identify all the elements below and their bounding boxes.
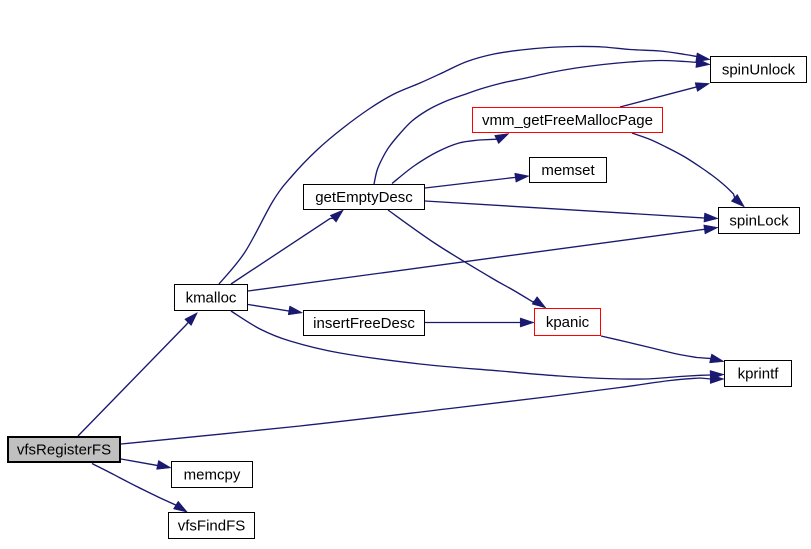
- svg-text:getEmptyDesc: getEmptyDesc: [315, 189, 413, 206]
- svg-text:memset: memset: [541, 162, 595, 179]
- svg-text:spinUnlock: spinUnlock: [722, 62, 796, 79]
- svg-text:vmm_getFreeMallocPage: vmm_getFreeMallocPage: [482, 112, 653, 129]
- svg-text:kmalloc: kmalloc: [186, 290, 237, 307]
- svg-text:kpanic: kpanic: [546, 314, 590, 331]
- svg-text:vfsRegisterFS: vfsRegisterFS: [17, 442, 111, 459]
- svg-text:kprintf: kprintf: [738, 366, 780, 383]
- svg-text:insertFreeDesc: insertFreeDesc: [313, 315, 415, 332]
- svg-text:vfsFindFS: vfsFindFS: [178, 518, 246, 535]
- svg-text:spinLock: spinLock: [729, 213, 789, 230]
- svg-text:memcpy: memcpy: [184, 467, 241, 484]
